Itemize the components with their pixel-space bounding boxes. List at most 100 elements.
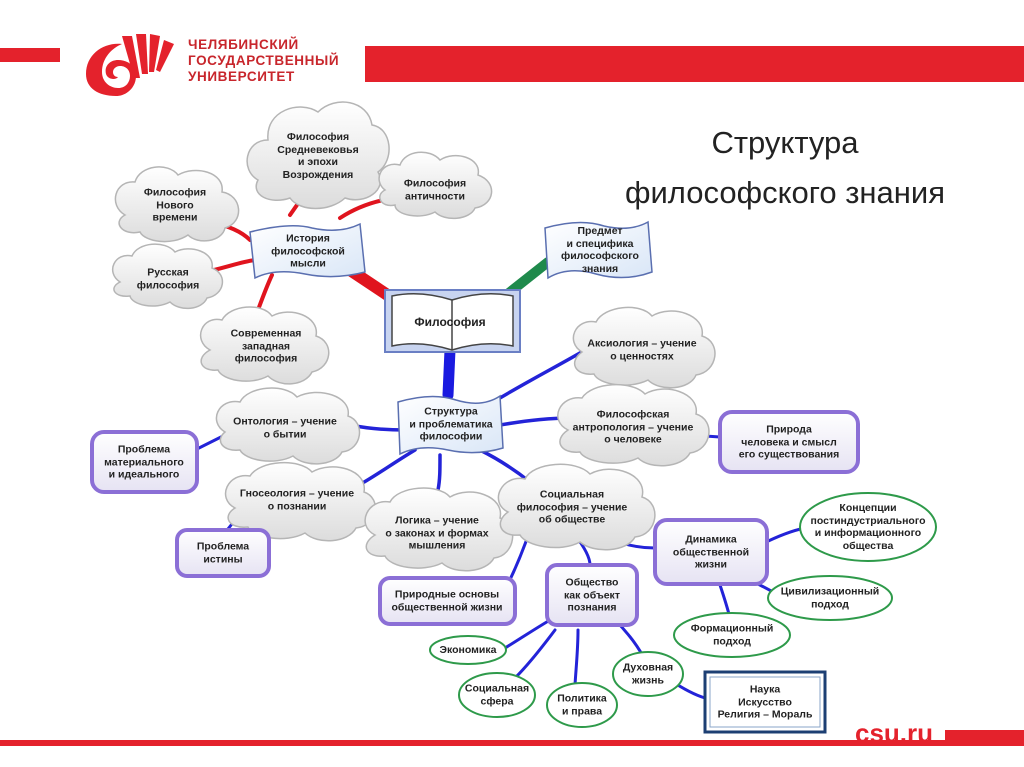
label-line: Аксиология – учение bbox=[587, 337, 697, 350]
label-subject: Предмет и специфика философского знания bbox=[561, 225, 639, 275]
label-history: История философской мысли bbox=[271, 232, 345, 270]
label-social: Социальная философия – учение об обществ… bbox=[517, 488, 628, 526]
label-anthropology: Философская антропология – учение о чело… bbox=[573, 408, 694, 446]
label-line: и проблематика bbox=[409, 417, 493, 430]
label-line: Предмет bbox=[577, 225, 623, 237]
label-line: Возрождения bbox=[282, 168, 354, 181]
label-line: истины bbox=[203, 553, 243, 565]
label-line: и специфика bbox=[566, 237, 634, 250]
label-modern: Философия Нового времени bbox=[144, 186, 206, 224]
paper-structure bbox=[397, 394, 504, 456]
label-logic: Логика – учение о законах и формах мышле… bbox=[385, 514, 488, 552]
university-line-1: ЧЕЛЯБИНСКИЙ bbox=[188, 37, 299, 52]
label-line: Концепции bbox=[839, 502, 897, 514]
label-line: Нового bbox=[156, 198, 194, 211]
label-line: познания bbox=[567, 601, 617, 614]
university-logo-emblem bbox=[86, 34, 174, 96]
label-line: История bbox=[286, 232, 330, 245]
label-line: западная bbox=[241, 339, 291, 352]
label-line: сфера bbox=[480, 695, 514, 707]
label-structure: Структура и проблематика философии bbox=[409, 405, 492, 443]
label-line: о законах и формах bbox=[385, 526, 489, 539]
label-line: Природные основы bbox=[394, 588, 500, 601]
cloud-medieval bbox=[246, 101, 390, 210]
label-line: античности bbox=[405, 190, 465, 202]
label-politics: Политика и права bbox=[557, 693, 607, 718]
label-line: материального bbox=[104, 455, 184, 468]
cloud-modern bbox=[114, 166, 240, 243]
cloud-axiology bbox=[572, 306, 716, 389]
label-line: Искусство bbox=[738, 695, 792, 708]
label-line: Религия – Мораль bbox=[717, 708, 813, 721]
slide-title: Структура философского знания bbox=[595, 118, 975, 218]
label-line: Природа bbox=[766, 423, 812, 436]
label-line: Проблема bbox=[117, 443, 171, 456]
label-society: Общество как объект познания bbox=[564, 576, 620, 614]
label-line: и информационного bbox=[814, 527, 922, 539]
cloud-shapes bbox=[111, 101, 716, 572]
cloud-antiquity bbox=[378, 151, 493, 220]
label-line: Духовная bbox=[622, 661, 674, 674]
label-line: Философия bbox=[286, 131, 350, 143]
label-line: жизнь bbox=[632, 674, 664, 686]
label-line: Гносеология – учение bbox=[239, 487, 355, 500]
box-culture bbox=[703, 670, 827, 734]
label-line: общественной bbox=[672, 545, 750, 558]
box-truth bbox=[175, 528, 271, 578]
slide-title-line-1: Структура bbox=[711, 125, 859, 160]
label-line: и эпохи bbox=[298, 156, 338, 168]
header-red-stub bbox=[0, 48, 60, 62]
label-line: Динамика bbox=[685, 533, 737, 546]
label-dynamics: Динамика общественной жизни bbox=[673, 533, 749, 571]
oval-spiritual bbox=[612, 651, 684, 697]
site-url: csu.ru bbox=[855, 718, 934, 748]
label-nature-human: Природа человека и смысл его существован… bbox=[739, 423, 839, 461]
label-line: Философия bbox=[143, 186, 207, 199]
label-western: Современная западная философия bbox=[231, 327, 302, 365]
label-line: и права bbox=[561, 705, 603, 717]
cloud-social bbox=[497, 463, 656, 551]
label-concepts: Концепции постиндустриального и информац… bbox=[811, 502, 926, 552]
slide-title-line-2: философского знания bbox=[624, 175, 946, 210]
footer-red-bar bbox=[0, 740, 1024, 746]
label-line: философской bbox=[271, 244, 345, 257]
label-russian: Русская философия bbox=[137, 267, 199, 292]
label-line: мысли bbox=[290, 257, 326, 270]
label-line: и идеального bbox=[108, 468, 180, 481]
label-social-sphere: Социальная сфера bbox=[465, 683, 529, 708]
label-economy: Экономика bbox=[440, 644, 497, 657]
label-civil: Цивилизационный подход bbox=[781, 586, 880, 611]
label-line: философского bbox=[561, 250, 639, 262]
label-line: общества bbox=[842, 539, 894, 552]
label-line: подход bbox=[811, 598, 849, 610]
label-line: знания bbox=[581, 262, 619, 275]
label-line: как объект bbox=[564, 588, 620, 601]
label-line: антропология – учение bbox=[572, 420, 694, 433]
label-line: человека и смысл bbox=[741, 435, 837, 448]
box-nature-human bbox=[718, 410, 860, 474]
label-line: Цивилизационный bbox=[780, 585, 880, 598]
label-line: Социальная bbox=[539, 488, 605, 501]
university-line-2: ГОСУДАРСТВЕННЫЙ bbox=[188, 53, 340, 68]
label-line: Логика – учение bbox=[395, 514, 479, 527]
label-line: Политика bbox=[557, 692, 607, 705]
label-formation: Формационный подход bbox=[691, 623, 774, 648]
label-spiritual: Духовная жизнь bbox=[623, 662, 673, 687]
label-line: о человеке bbox=[604, 433, 662, 446]
label-line: Социальная bbox=[464, 682, 530, 695]
label-line: Средневековья bbox=[277, 143, 359, 156]
label-philosophy: Философия bbox=[414, 316, 485, 329]
box-natural-base bbox=[378, 576, 517, 626]
label-philosophy-line: Философия bbox=[414, 314, 486, 329]
label-line: Структура bbox=[424, 405, 478, 418]
paper-shapes bbox=[249, 220, 653, 456]
box-society bbox=[545, 563, 639, 627]
label-line: Формационный bbox=[690, 622, 774, 635]
label-line: Экономика bbox=[439, 643, 497, 656]
box-material bbox=[90, 430, 199, 494]
label-line: Русская bbox=[147, 266, 189, 279]
label-line: о познании bbox=[267, 500, 327, 512]
box-dynamics bbox=[653, 518, 769, 586]
oval-civil bbox=[767, 575, 893, 621]
